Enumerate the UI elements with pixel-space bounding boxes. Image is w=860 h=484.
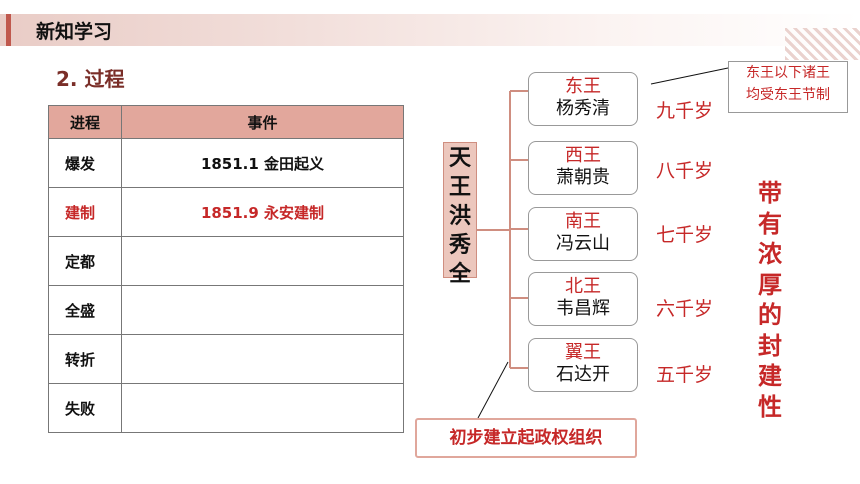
wang-box-north: 北王 韦昌辉 bbox=[528, 272, 638, 326]
table-cell-event bbox=[121, 334, 404, 384]
east-king-note: 东王以下诸王 均受东王节制 bbox=[728, 61, 848, 113]
section-title: 2. 过程 bbox=[56, 67, 125, 91]
header-accent bbox=[6, 14, 11, 46]
table-row: 爆发 1851.1 金田起义 bbox=[48, 138, 404, 188]
regime-organization-label: 初步建立起政权组织 bbox=[415, 418, 637, 458]
wang-title: 翼王 bbox=[565, 342, 601, 363]
wang-name: 萧朝贵 bbox=[556, 167, 610, 188]
note-pointer-line bbox=[650, 67, 729, 85]
heavenly-king-label: 天 王 洪 秀 全 bbox=[443, 142, 477, 287]
header-bar bbox=[0, 14, 860, 60]
header-stripes bbox=[785, 28, 860, 60]
feudal-char: 有 bbox=[758, 209, 782, 238]
table-row: 失败 bbox=[48, 383, 404, 433]
feudal-char: 的 bbox=[758, 301, 782, 329]
feudal-char: 厚 bbox=[758, 270, 782, 299]
king-char: 洪 bbox=[448, 204, 471, 229]
wang-name: 杨秀清 bbox=[556, 98, 610, 119]
feudal-char: 封 bbox=[758, 331, 782, 360]
page-title: 新知学习 bbox=[36, 21, 113, 43]
feudal-char: 建 bbox=[758, 362, 782, 390]
wang-title: 东王 bbox=[565, 76, 601, 97]
king-char: 全 bbox=[448, 262, 471, 287]
king-char: 天 bbox=[448, 146, 471, 171]
table-header-event: 事件 bbox=[121, 105, 404, 139]
table-row: 建制 1851.9 永安建制 bbox=[48, 187, 404, 237]
feudal-nature-label: 带 有 浓 厚 的 封 建 性 bbox=[752, 178, 788, 422]
table-cell-stage: 爆发 bbox=[48, 138, 122, 188]
king-char: 秀 bbox=[448, 233, 471, 258]
table-cell-event: 1851.9 永安建制 bbox=[121, 187, 404, 237]
rank-age-label: 六千岁 bbox=[656, 298, 714, 320]
note-line: 东王以下诸王 bbox=[746, 65, 830, 81]
rank-age-label: 七千岁 bbox=[656, 224, 714, 246]
table-cell-event: 1851.1 金田起义 bbox=[121, 138, 404, 188]
wang-box-east: 东王 杨秀清 bbox=[528, 72, 638, 126]
org-pointer-line bbox=[477, 361, 509, 419]
table-cell-stage: 失败 bbox=[48, 383, 122, 433]
wang-title: 北王 bbox=[565, 276, 601, 297]
wang-box-south: 南王 冯云山 bbox=[528, 207, 638, 261]
king-char: 王 bbox=[448, 175, 471, 200]
wang-name: 冯云山 bbox=[556, 233, 610, 254]
wang-box-yi: 翼王 石达开 bbox=[528, 338, 638, 392]
process-table: 进程 事件 爆发 1851.1 金田起义 建制 1851.9 永安建制 定都 全… bbox=[48, 105, 404, 433]
table-cell-stage: 定都 bbox=[48, 236, 122, 286]
rank-age-label: 九千岁 bbox=[656, 100, 714, 122]
note-line: 均受东王节制 bbox=[746, 87, 830, 103]
wang-name: 韦昌辉 bbox=[556, 298, 610, 319]
table-cell-stage: 建制 bbox=[48, 187, 122, 237]
feudal-char: 带 bbox=[758, 179, 782, 207]
table-header-stage: 进程 bbox=[48, 105, 122, 139]
wang-box-west: 西王 萧朝贵 bbox=[528, 141, 638, 195]
wang-name: 石达开 bbox=[556, 364, 610, 385]
rank-age-label: 五千岁 bbox=[656, 364, 714, 386]
wang-title: 南王 bbox=[565, 211, 601, 232]
wang-title: 西王 bbox=[565, 145, 601, 166]
feudal-char: 性 bbox=[758, 392, 782, 421]
feudal-char: 浓 bbox=[758, 240, 782, 268]
rank-age-label: 八千岁 bbox=[656, 160, 714, 182]
table-header-row: 进程 事件 bbox=[48, 105, 404, 139]
table-cell-event bbox=[121, 383, 404, 433]
